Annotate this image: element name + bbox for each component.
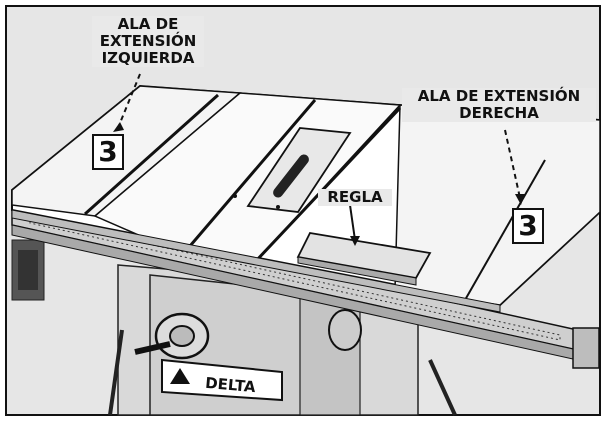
right-wing-label-line1: ALA DE EXTENSIÓN [417, 87, 581, 105]
left-wing-label-line1: ALA DE [117, 15, 179, 33]
left-wing-label-line3: IZQUIERDA [101, 49, 195, 67]
brand-text: DELTA [205, 374, 257, 396]
right-wing-label: ALA DE EXTENSIÓN DERECHA [402, 88, 596, 122]
ruler [296, 232, 432, 286]
table-top [11, 84, 601, 313]
left-callout-number: 3 [92, 134, 124, 170]
left-wing-label-line2: EXTENSIÓN [99, 32, 197, 50]
right-callout-number: 3 [512, 208, 544, 244]
handwheel [134, 309, 362, 360]
leader-right [504, 129, 521, 199]
rail-label: REGLA [318, 189, 392, 206]
left-wing-label: ALA DE EXTENSIÓN IZQUIERDA [92, 16, 204, 67]
brand-plate [161, 358, 283, 402]
right-wing-label-line2: DERECHA [459, 104, 539, 122]
leader-left [117, 73, 141, 129]
leader-rail [349, 204, 356, 241]
